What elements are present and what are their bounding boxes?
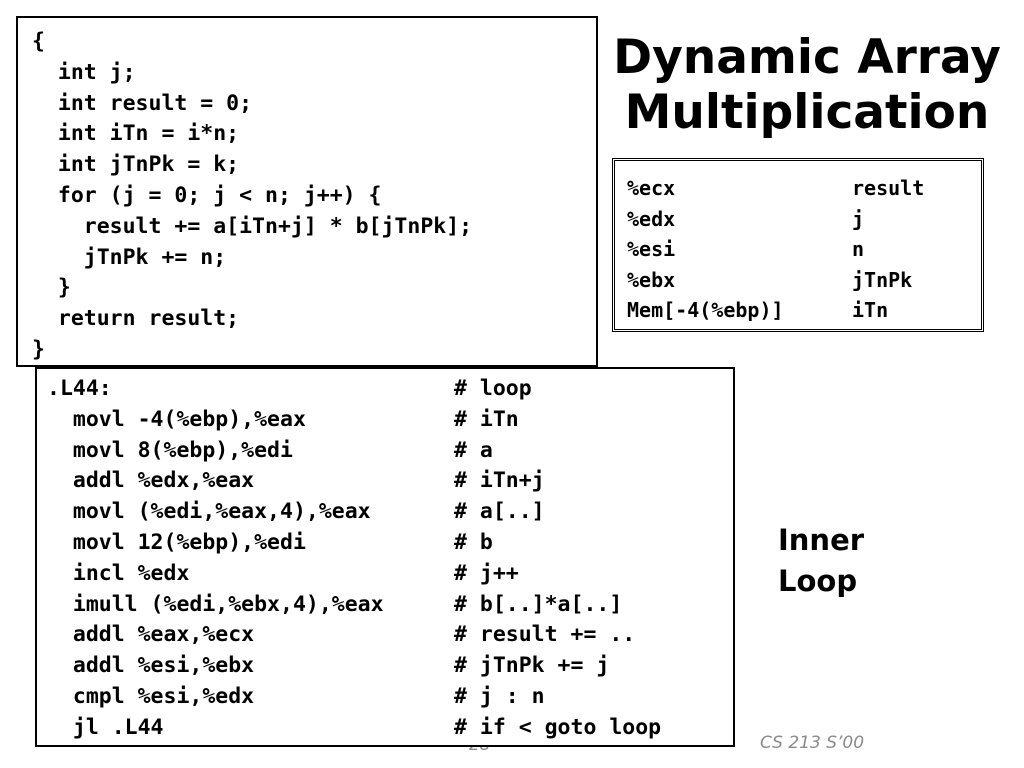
c-code-box: { int j; int result = 0; int iTn = i*n; … bbox=[16, 16, 598, 367]
assembly-instruction: imull (%edi,%ebx,4),%eax bbox=[47, 591, 384, 617]
register-row: %edx j bbox=[627, 204, 981, 235]
assembly-line: movl 8(%ebp),%edi # a bbox=[47, 436, 733, 467]
register-name: Mem[-4(%ebp)] bbox=[627, 298, 784, 322]
assembly-instruction: jl .L44 bbox=[47, 714, 164, 740]
assembly-line: addl %esi,%ebx # jTnPk += j bbox=[47, 651, 733, 682]
c-code-line: result += a[iTn+j] * b[jTnPk]; bbox=[32, 213, 473, 239]
c-code-line: } bbox=[32, 275, 71, 301]
assembly-line: movl (%edi,%eax,4),%eax # a[..] bbox=[47, 497, 733, 528]
slide-title-line-2: Multiplication bbox=[624, 85, 990, 140]
slide-title-line-1: Dynamic Array bbox=[613, 30, 1001, 85]
c-code-line: { bbox=[32, 29, 45, 54]
assembly-line: addl %edx,%eax # iTn+j bbox=[47, 466, 733, 497]
assembly-comment: # result += .. bbox=[454, 622, 636, 648]
inner-loop-label-line-2: Loop bbox=[778, 564, 858, 598]
course-footer: CS 213 S’00 bbox=[760, 733, 865, 753]
register-variable: j bbox=[852, 206, 865, 231]
assembly-line: incl %edx # j++ bbox=[47, 559, 733, 590]
slide-title: Dynamic Array Multiplication bbox=[612, 30, 1002, 140]
assembly-line: jl .L44 # if < goto loop bbox=[47, 713, 733, 744]
assembly-instruction: movl 12(%ebp),%edi bbox=[47, 529, 306, 555]
assembly-comment: # jTnPk += j bbox=[454, 653, 610, 679]
c-code-line: int j; bbox=[32, 59, 136, 85]
assembly-instruction: movl -4(%ebp),%eax bbox=[47, 406, 306, 432]
assembly-line: movl 12(%ebp),%edi # b bbox=[47, 528, 733, 559]
assembly-comment: # iTn bbox=[454, 406, 519, 432]
assembly-comment: # a bbox=[454, 437, 493, 463]
register-row: Mem[-4(%ebp)] iTn bbox=[627, 295, 981, 326]
c-code-line: return result; bbox=[32, 306, 240, 332]
c-code-line: jTnPk += n; bbox=[32, 244, 227, 270]
assembly-comment: # b bbox=[454, 529, 493, 555]
register-name: %edx bbox=[627, 206, 676, 231]
c-code-line: } bbox=[32, 336, 45, 362]
assembly-comment: # iTn+j bbox=[454, 468, 545, 494]
c-code-line: int iTn = i*n; bbox=[32, 121, 240, 147]
register-name: %ebx bbox=[627, 267, 676, 292]
assembly-comment: # j : n bbox=[454, 683, 545, 709]
assembly-instruction: cmpl %esi,%edx bbox=[47, 683, 255, 709]
register-map-table: %ecx result %edx j %esi n %ebx jTnPk Mem… bbox=[612, 158, 984, 332]
register-name: %esi bbox=[627, 237, 676, 261]
assembly-comment: # j++ bbox=[454, 560, 519, 586]
inner-loop-label-line-1: Inner bbox=[778, 523, 865, 557]
assembly-comment: # if < goto loop bbox=[454, 714, 662, 740]
c-code-line: int jTnPk = k; bbox=[32, 152, 240, 178]
register-variable: jTnPk bbox=[852, 267, 913, 292]
inner-loop-label: Inner Loop bbox=[778, 520, 928, 602]
assembly-instruction: addl %eax,%ecx bbox=[47, 622, 255, 648]
assembly-comment: # a[..] bbox=[454, 499, 545, 525]
register-row: %ebx jTnPk bbox=[627, 265, 981, 296]
register-row: %esi n bbox=[627, 234, 981, 265]
register-row: %ecx result bbox=[627, 173, 981, 204]
assembly-code-box: .L44: # loop movl -4(%ebp),%eax # iTn mo… bbox=[35, 367, 735, 747]
assembly-comment: # loop bbox=[454, 376, 532, 401]
assembly-instruction: movl (%edi,%eax,4),%eax bbox=[47, 499, 371, 525]
assembly-line: imull (%edi,%ebx,4),%eax # b[..]*a[..] bbox=[47, 590, 733, 621]
assembly-line: addl %eax,%ecx # result += .. bbox=[47, 620, 733, 651]
c-code-line: int result = 0; bbox=[32, 90, 253, 116]
c-code-line: for (j = 0; j < n; j++) { bbox=[32, 182, 382, 208]
assembly-instruction: addl %edx,%eax bbox=[47, 468, 255, 494]
assembly-instruction: .L44: bbox=[47, 376, 112, 401]
assembly-comment: # b[..]*a[..] bbox=[454, 591, 623, 617]
assembly-line: cmpl %esi,%edx # j : n bbox=[47, 682, 733, 713]
register-variable: n bbox=[852, 237, 865, 261]
assembly-line: .L44: # loop bbox=[47, 374, 733, 405]
assembly-line: movl -4(%ebp),%eax # iTn bbox=[47, 405, 733, 436]
register-variable: iTn bbox=[852, 298, 889, 322]
assembly-instruction: incl %edx bbox=[47, 560, 190, 586]
register-variable: result bbox=[852, 176, 925, 200]
register-name: %ecx bbox=[627, 176, 676, 200]
assembly-instruction: addl %esi,%ebx bbox=[47, 653, 255, 679]
assembly-instruction: movl 8(%ebp),%edi bbox=[47, 437, 293, 463]
